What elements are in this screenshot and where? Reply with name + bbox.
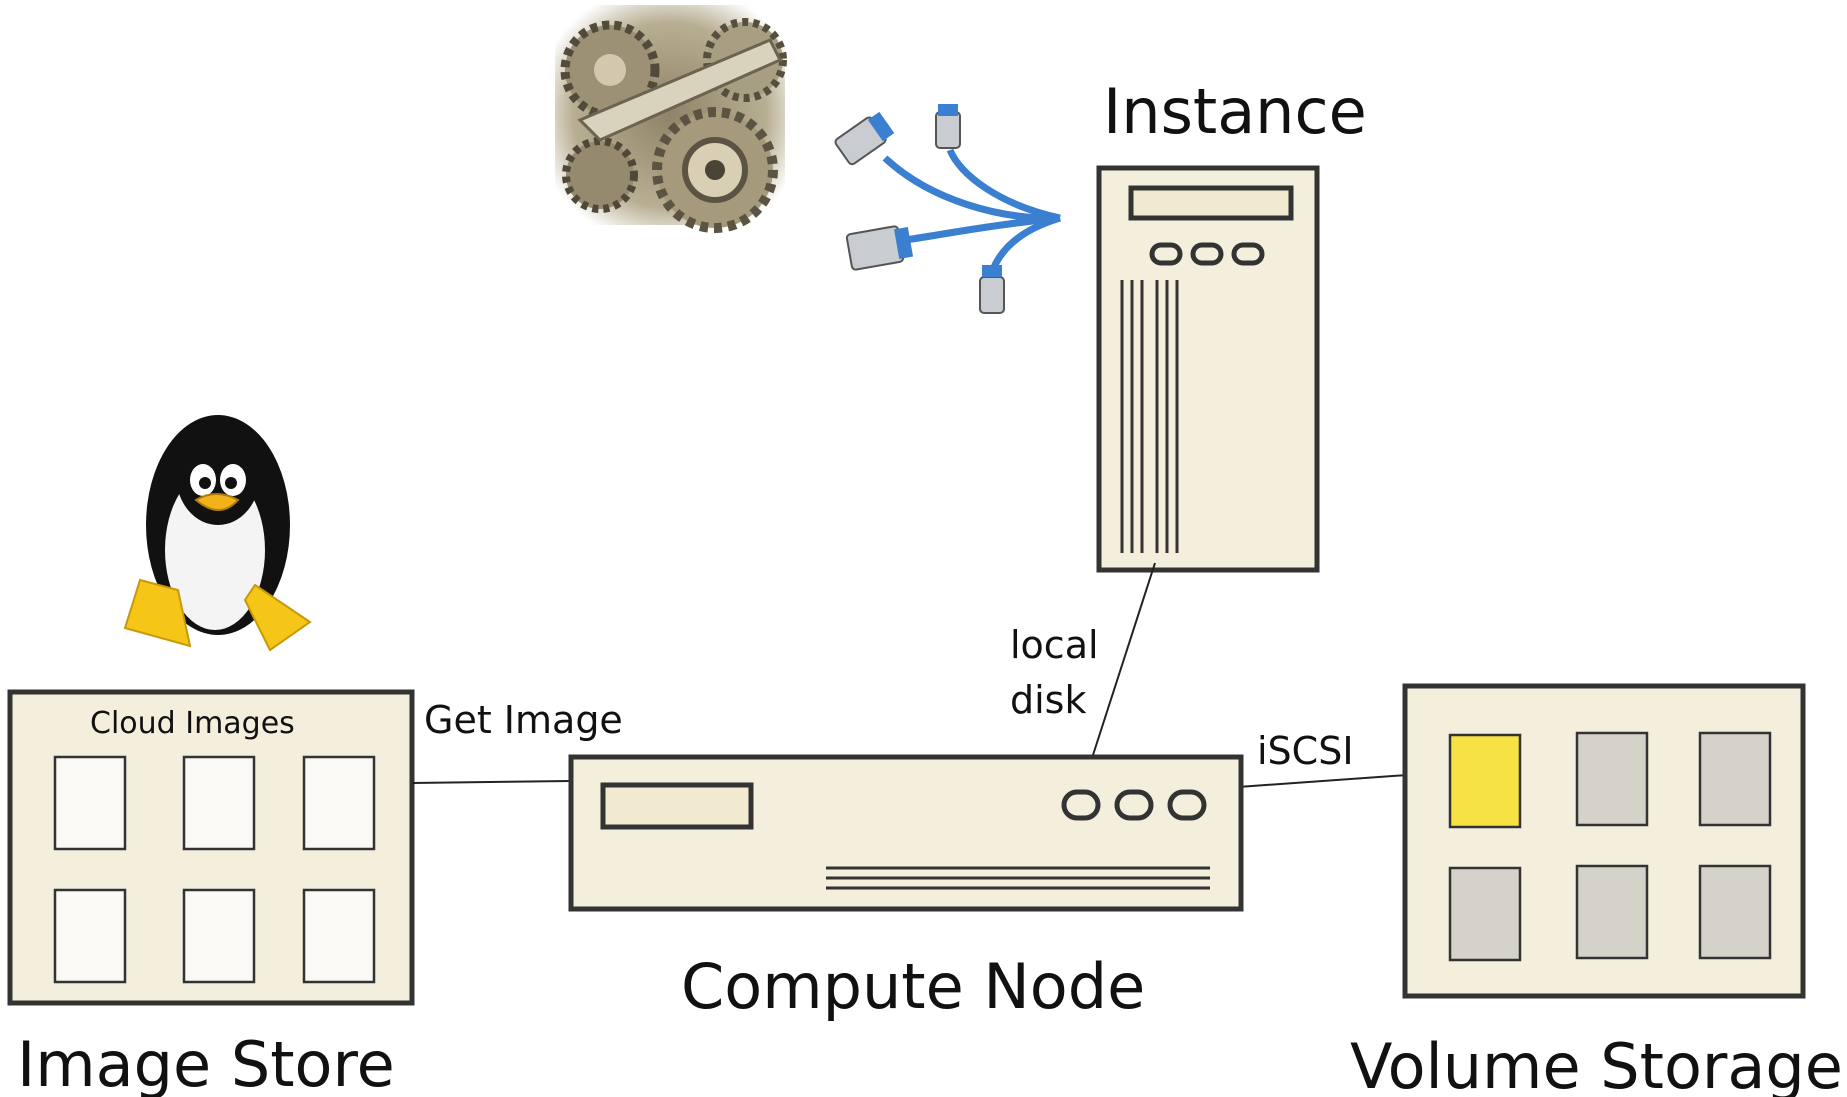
local-disk-connector bbox=[1092, 562, 1156, 756]
network-cables-icon bbox=[834, 104, 1062, 314]
image-store-label: Image Store bbox=[17, 1028, 395, 1097]
image-store-box: Cloud Images bbox=[7, 689, 415, 1006]
instance-label: Instance bbox=[1103, 75, 1367, 148]
server-rack-icon bbox=[568, 754, 1244, 912]
volume-storage-box bbox=[1402, 683, 1806, 999]
server-tower-icon bbox=[1096, 165, 1320, 573]
iscsi-label: iSCSI bbox=[1257, 729, 1354, 773]
get-image-connector bbox=[411, 780, 572, 784]
get-image-label: Get Image bbox=[424, 698, 623, 742]
cloud-image-card bbox=[302, 888, 376, 984]
cloud-image-card bbox=[182, 755, 256, 851]
volume-active bbox=[1448, 733, 1522, 829]
cloud-image-card bbox=[53, 755, 127, 851]
local-disk-label-line2: disk bbox=[1010, 678, 1086, 722]
gears-image bbox=[555, 5, 787, 233]
volume-slot bbox=[1575, 864, 1649, 960]
cloud-image-card bbox=[302, 755, 376, 851]
volume-storage-label: Volume Storage bbox=[1350, 1030, 1843, 1097]
compute-node-label: Compute Node bbox=[681, 950, 1145, 1023]
volume-slot bbox=[1698, 731, 1772, 827]
volume-slot bbox=[1575, 731, 1649, 827]
local-disk-label-line1: local bbox=[1010, 623, 1099, 667]
volume-slot bbox=[1448, 866, 1522, 962]
cloud-image-card bbox=[53, 888, 127, 984]
volume-slot bbox=[1698, 864, 1772, 960]
linux-penguin-icon bbox=[123, 415, 312, 652]
cloud-image-card bbox=[182, 888, 256, 984]
cloud-images-label: Cloud Images bbox=[90, 706, 295, 741]
